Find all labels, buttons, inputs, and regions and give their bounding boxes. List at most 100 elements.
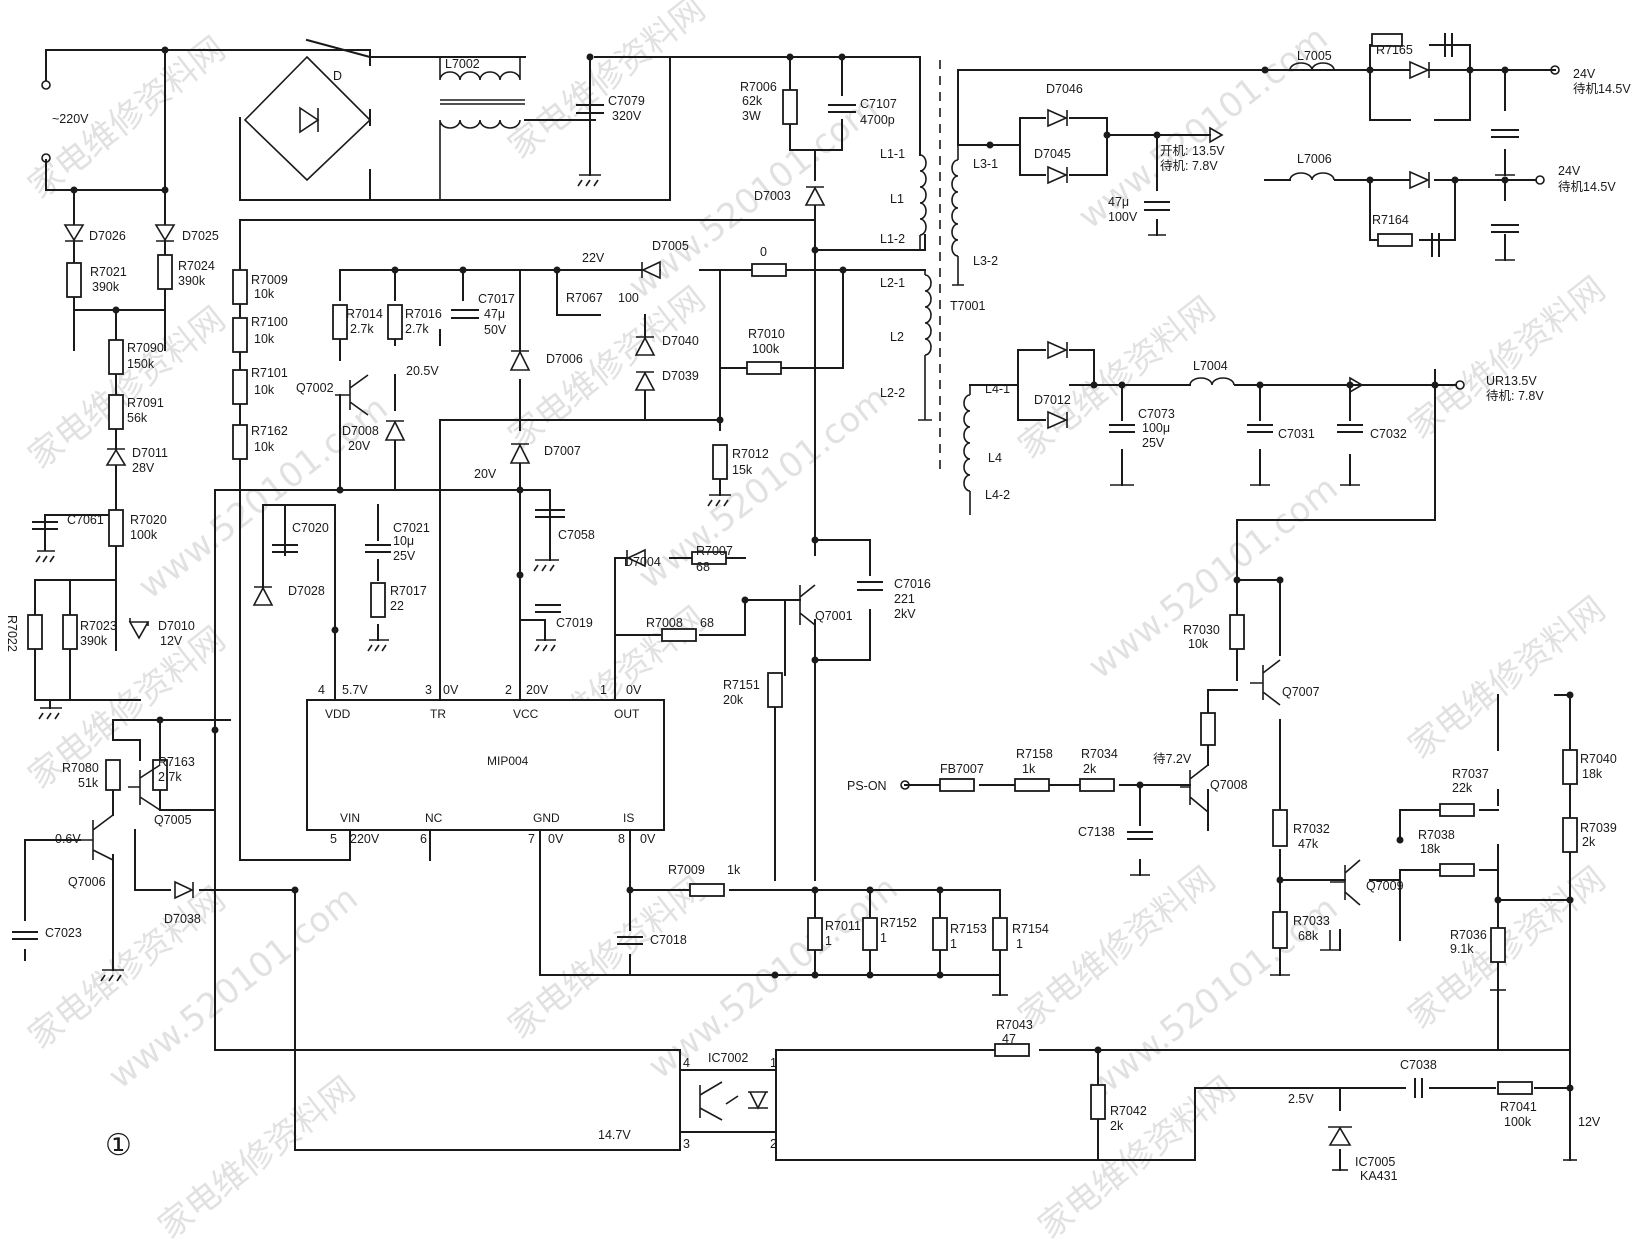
inductors: [439, 57, 1335, 386]
component-ref: D7025: [182, 229, 219, 243]
component-value: 10k: [254, 383, 275, 397]
watermark: 家电维修资料网: [151, 1069, 363, 1247]
pin-label: IS: [623, 811, 634, 825]
component-value: 2.7k: [350, 322, 374, 336]
component-value: 1: [825, 934, 832, 948]
component-value: 150k: [127, 357, 155, 371]
pin-number: 4: [683, 1056, 690, 1070]
component-value: 390k: [80, 634, 108, 648]
pin-label: VIN: [340, 811, 360, 825]
component-ref: D7026: [89, 229, 126, 243]
component-ref: R7011: [825, 919, 861, 933]
winding-label: L2-2: [880, 386, 905, 400]
component-ref: R7036: [1450, 928, 1487, 942]
component-ref: Q7002: [296, 381, 334, 395]
component-value: 2.7k: [405, 322, 429, 336]
component-ref: R7043: [996, 1018, 1033, 1032]
component-ref: R7021: [90, 265, 127, 279]
component-value: 51k: [78, 776, 99, 790]
component-value: 12V: [160, 634, 183, 648]
voltage-label: 0: [760, 245, 767, 259]
component-ref: D7007: [544, 444, 581, 458]
component-ref: R7041: [1500, 1100, 1537, 1114]
pin-number: 2: [505, 683, 512, 697]
output-label: 24V: [1573, 67, 1596, 81]
resistors: [27, 33, 1578, 1120]
component-value: 18k: [1582, 767, 1603, 781]
pin-number: 7: [528, 832, 535, 846]
transformer-name: T7001: [950, 299, 985, 313]
component-ref: R7163: [158, 755, 195, 769]
component-ref: D7011: [132, 446, 168, 460]
component-value: 18k: [1420, 842, 1441, 856]
shunt-name: IC7005: [1355, 1155, 1395, 1169]
component-ref: R7162: [251, 424, 288, 438]
component-ref: C7016: [894, 577, 931, 591]
component-ref: C7058: [558, 528, 595, 542]
watermark: 家电维修资料网: [1401, 859, 1613, 1037]
component-ref: R7016: [405, 307, 442, 321]
component-ref: C7019: [556, 616, 593, 630]
component-ref: C7038: [1400, 1058, 1437, 1072]
component-ref: D7045: [1034, 147, 1071, 161]
component-value: 1k: [1022, 762, 1036, 776]
component-value: 2k: [1083, 762, 1097, 776]
component-ref: C7020: [292, 521, 329, 535]
component-ref: R7101: [251, 366, 288, 380]
component-value: 47k: [1298, 837, 1319, 851]
component-ref: C7017: [478, 292, 515, 306]
component-ref: R7038: [1418, 828, 1455, 842]
output-label: 待机: 7.8V: [1486, 389, 1544, 403]
voltage-label: 20.5V: [406, 364, 439, 378]
component-ref: R7014: [346, 307, 383, 321]
output-label: UR13.5V: [1486, 374, 1537, 388]
component-ref: D7008: [342, 424, 379, 438]
component-ref: FB7007: [940, 762, 984, 776]
component-ref: D7038: [164, 912, 201, 926]
grounds: [35, 174, 1577, 1171]
winding-label: L3-1: [973, 157, 998, 171]
winding-label: L1-1: [880, 147, 905, 161]
component-value: 68: [700, 616, 714, 630]
component-extra: 25V: [1142, 436, 1165, 450]
component-value: 68: [696, 560, 710, 574]
voltage-label: 0.6V: [55, 832, 81, 846]
component-ref: C7023: [45, 926, 82, 940]
output-label: 待机14.5V: [1573, 82, 1631, 96]
pin-voltage: 0V: [640, 832, 656, 846]
component-value: 2.7k: [158, 770, 182, 784]
component-ref: L7005: [1297, 49, 1332, 63]
output-label: 开机: 13.5V: [1160, 144, 1225, 158]
component-ref: R7032: [1293, 822, 1330, 836]
component-ref: R7033: [1293, 914, 1330, 928]
figure-mark: ①: [105, 1128, 132, 1163]
component-ref: C7031: [1278, 427, 1315, 441]
pin-number: 1: [600, 683, 607, 697]
component-ref: R7022: [5, 615, 19, 652]
component-ref: D7028: [288, 584, 325, 598]
component-ref: Q7008: [1210, 778, 1248, 792]
component-ref: D7003: [754, 189, 791, 203]
component-value: 20V: [348, 439, 371, 453]
component-value: 4700p: [860, 113, 895, 127]
capacitors: [12, 33, 1519, 1098]
watermark: 家电维修资料网: [1401, 589, 1613, 767]
component-ref: L7004: [1193, 359, 1228, 373]
component-value: 22: [390, 599, 404, 613]
component-ref: Q7007: [1282, 685, 1320, 699]
component-ref: Q7006: [68, 875, 106, 889]
component-ref: D7040: [662, 334, 699, 348]
component-ref: R7165: [1376, 43, 1413, 57]
component-ref: C7032: [1370, 427, 1407, 441]
component-extra: 25V: [393, 549, 416, 563]
component-ref: D7004: [624, 555, 661, 569]
component-value: 20k: [723, 693, 744, 707]
component-ref: R7010: [748, 327, 785, 341]
diodes: [63, 60, 1430, 1146]
component-value: 10k: [1188, 637, 1209, 651]
component-value: 15k: [732, 463, 753, 477]
watermark: 家电维修资料网: [501, 0, 713, 167]
output-label: 待机: 7.8V: [1160, 159, 1218, 173]
pin-voltage: 0V: [626, 683, 642, 697]
component-value: 100μ: [1142, 421, 1170, 435]
